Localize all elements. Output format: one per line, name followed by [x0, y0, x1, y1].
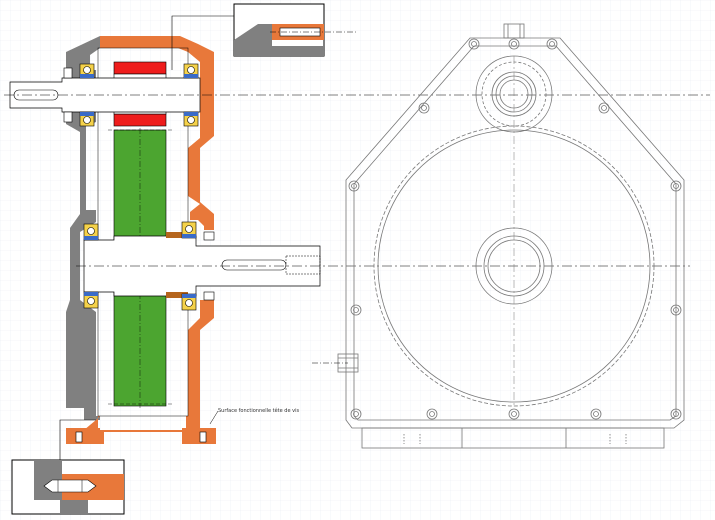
- housing-foot-right: [182, 428, 216, 444]
- gear-outer-circle: [377, 129, 651, 403]
- section-view: Surface fonctionnelle tête de vis: [4, 15, 710, 460]
- front-view: [312, 23, 685, 449]
- annotation-leader: [209, 410, 219, 425]
- detail-leader-bottom: [59, 419, 96, 460]
- input-shaft: [9, 77, 201, 113]
- gear-pitch-circle: [373, 125, 655, 407]
- input-shaft-seal-left2: [63, 111, 73, 123]
- surface-annotation: Surface fonctionnelle tête de vis: [218, 407, 299, 414]
- bearing-bottom-right: [181, 221, 215, 311]
- top-nut: [503, 23, 525, 39]
- flange-holes: [348, 38, 682, 420]
- bearing-top-left: [79, 63, 95, 127]
- foot-bolt-right: [199, 431, 207, 443]
- housing-foot-left: [66, 428, 100, 444]
- drain-plug-detail-icon: [11, 459, 125, 515]
- bronze-bushing-bottom: [166, 292, 188, 298]
- housing-left-wall: [66, 36, 100, 420]
- housing-right-wall: [100, 36, 214, 230]
- pinion-lower: [113, 113, 167, 127]
- housing-outline-inner: [353, 45, 677, 421]
- input-shaft-seal-left: [63, 67, 73, 79]
- bearing-bottom-left: [83, 223, 99, 309]
- housing-outline-outer: [345, 37, 685, 429]
- base-plate: [361, 427, 665, 449]
- output-keyway: [221, 259, 287, 271]
- bearing-top-right: [183, 63, 199, 127]
- output-shaft-end: [285, 255, 321, 275]
- pinion-upper: [113, 61, 167, 75]
- screw-detail-icon: [233, 3, 356, 57]
- bronze-bushing-top: [166, 232, 188, 238]
- detail-leader-top: [171, 15, 234, 70]
- foot-bolt-left: [75, 431, 83, 443]
- housing-right-lower: [66, 300, 216, 444]
